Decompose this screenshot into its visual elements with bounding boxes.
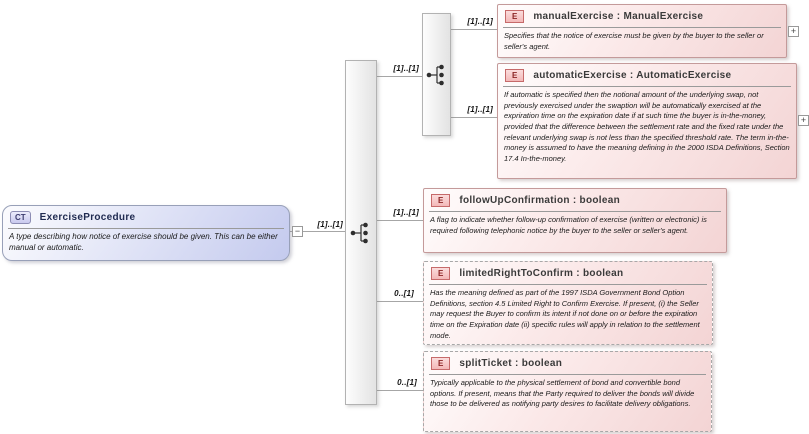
connector-sequence-to-followup [377,220,423,221]
divider [503,27,781,28]
connector-choice-to-automatic [451,117,497,118]
connector-root-to-sequence [290,231,345,232]
element-description: Has the meaning defined as part of the 1… [430,288,700,340]
element-badge: E [505,10,525,23]
cardinality-automatic: [1]..[1] [467,105,493,114]
element-badge: E [431,267,451,280]
element-title-manualexercise: manualExercise : ManualExercise [533,11,704,22]
divider [8,228,284,229]
sequence-compositor[interactable] [345,60,377,405]
element-badge: E [431,194,451,207]
choice-compositor[interactable] [422,13,451,136]
divider [429,284,707,285]
connector-sequence-to-split [377,390,423,391]
choice-icon [425,62,449,88]
expand-icon[interactable]: + [798,115,809,126]
divider [429,374,706,375]
element-title-automaticexercise: automaticExercise : AutomaticExercise [533,70,732,81]
divider [429,211,721,212]
element-description: A flag to indicate whether follow-up con… [430,215,707,235]
cardinality-followup: [1]..[1] [393,208,419,217]
complextype-title: ExerciseProcedure [39,212,136,223]
complextype-badge: CT [10,211,31,224]
element-followupconfirmation-box[interactable]: E followUpConfirmation : boolean A flag … [423,188,727,253]
element-title-limitedrighttoconfirm: limitedRightToConfirm : boolean [459,268,624,279]
collapse-icon[interactable]: − [292,226,303,237]
element-splitticket-box[interactable]: E splitTicket : boolean Typically applic… [423,351,712,432]
cardinality-choice: [1]..[1] [393,64,419,73]
cardinality-split: 0..[1] [397,378,417,387]
element-limitedrighttoconfirm-box[interactable]: E limitedRightToConfirm : boolean Has th… [423,261,713,345]
cardinality-limited: 0..[1] [394,289,414,298]
element-title-followupconfirmation: followUpConfirmation : boolean [459,195,620,206]
element-description: If automatic is specified then the notio… [504,90,790,163]
element-description: Typically applicable to the physical set… [430,378,695,409]
element-automaticexercise-box[interactable]: E automaticExercise : AutomaticExercise … [497,63,797,179]
cardinality-root: [1]..[1] [317,220,343,229]
element-description: Specifies that the notice of exercise mu… [504,31,764,51]
element-manualexercise-box[interactable]: E manualExercise : ManualExercise Specif… [497,4,787,58]
complextype-exerciseprocedure-box[interactable]: CT ExerciseProcedure A type describing h… [2,205,290,261]
element-title-splitticket: splitTicket : boolean [459,358,563,369]
expand-icon[interactable]: + [788,26,799,37]
element-badge: E [505,69,525,82]
connector-sequence-to-choice [377,76,422,77]
divider [503,86,791,87]
element-badge: E [431,357,451,370]
complextype-description: A type describing how notice of exercise… [9,232,278,252]
sequence-icon [349,220,373,246]
connector-choice-to-manual [451,29,497,30]
connector-sequence-to-limited [377,301,423,302]
cardinality-manual: [1]..[1] [467,17,493,26]
